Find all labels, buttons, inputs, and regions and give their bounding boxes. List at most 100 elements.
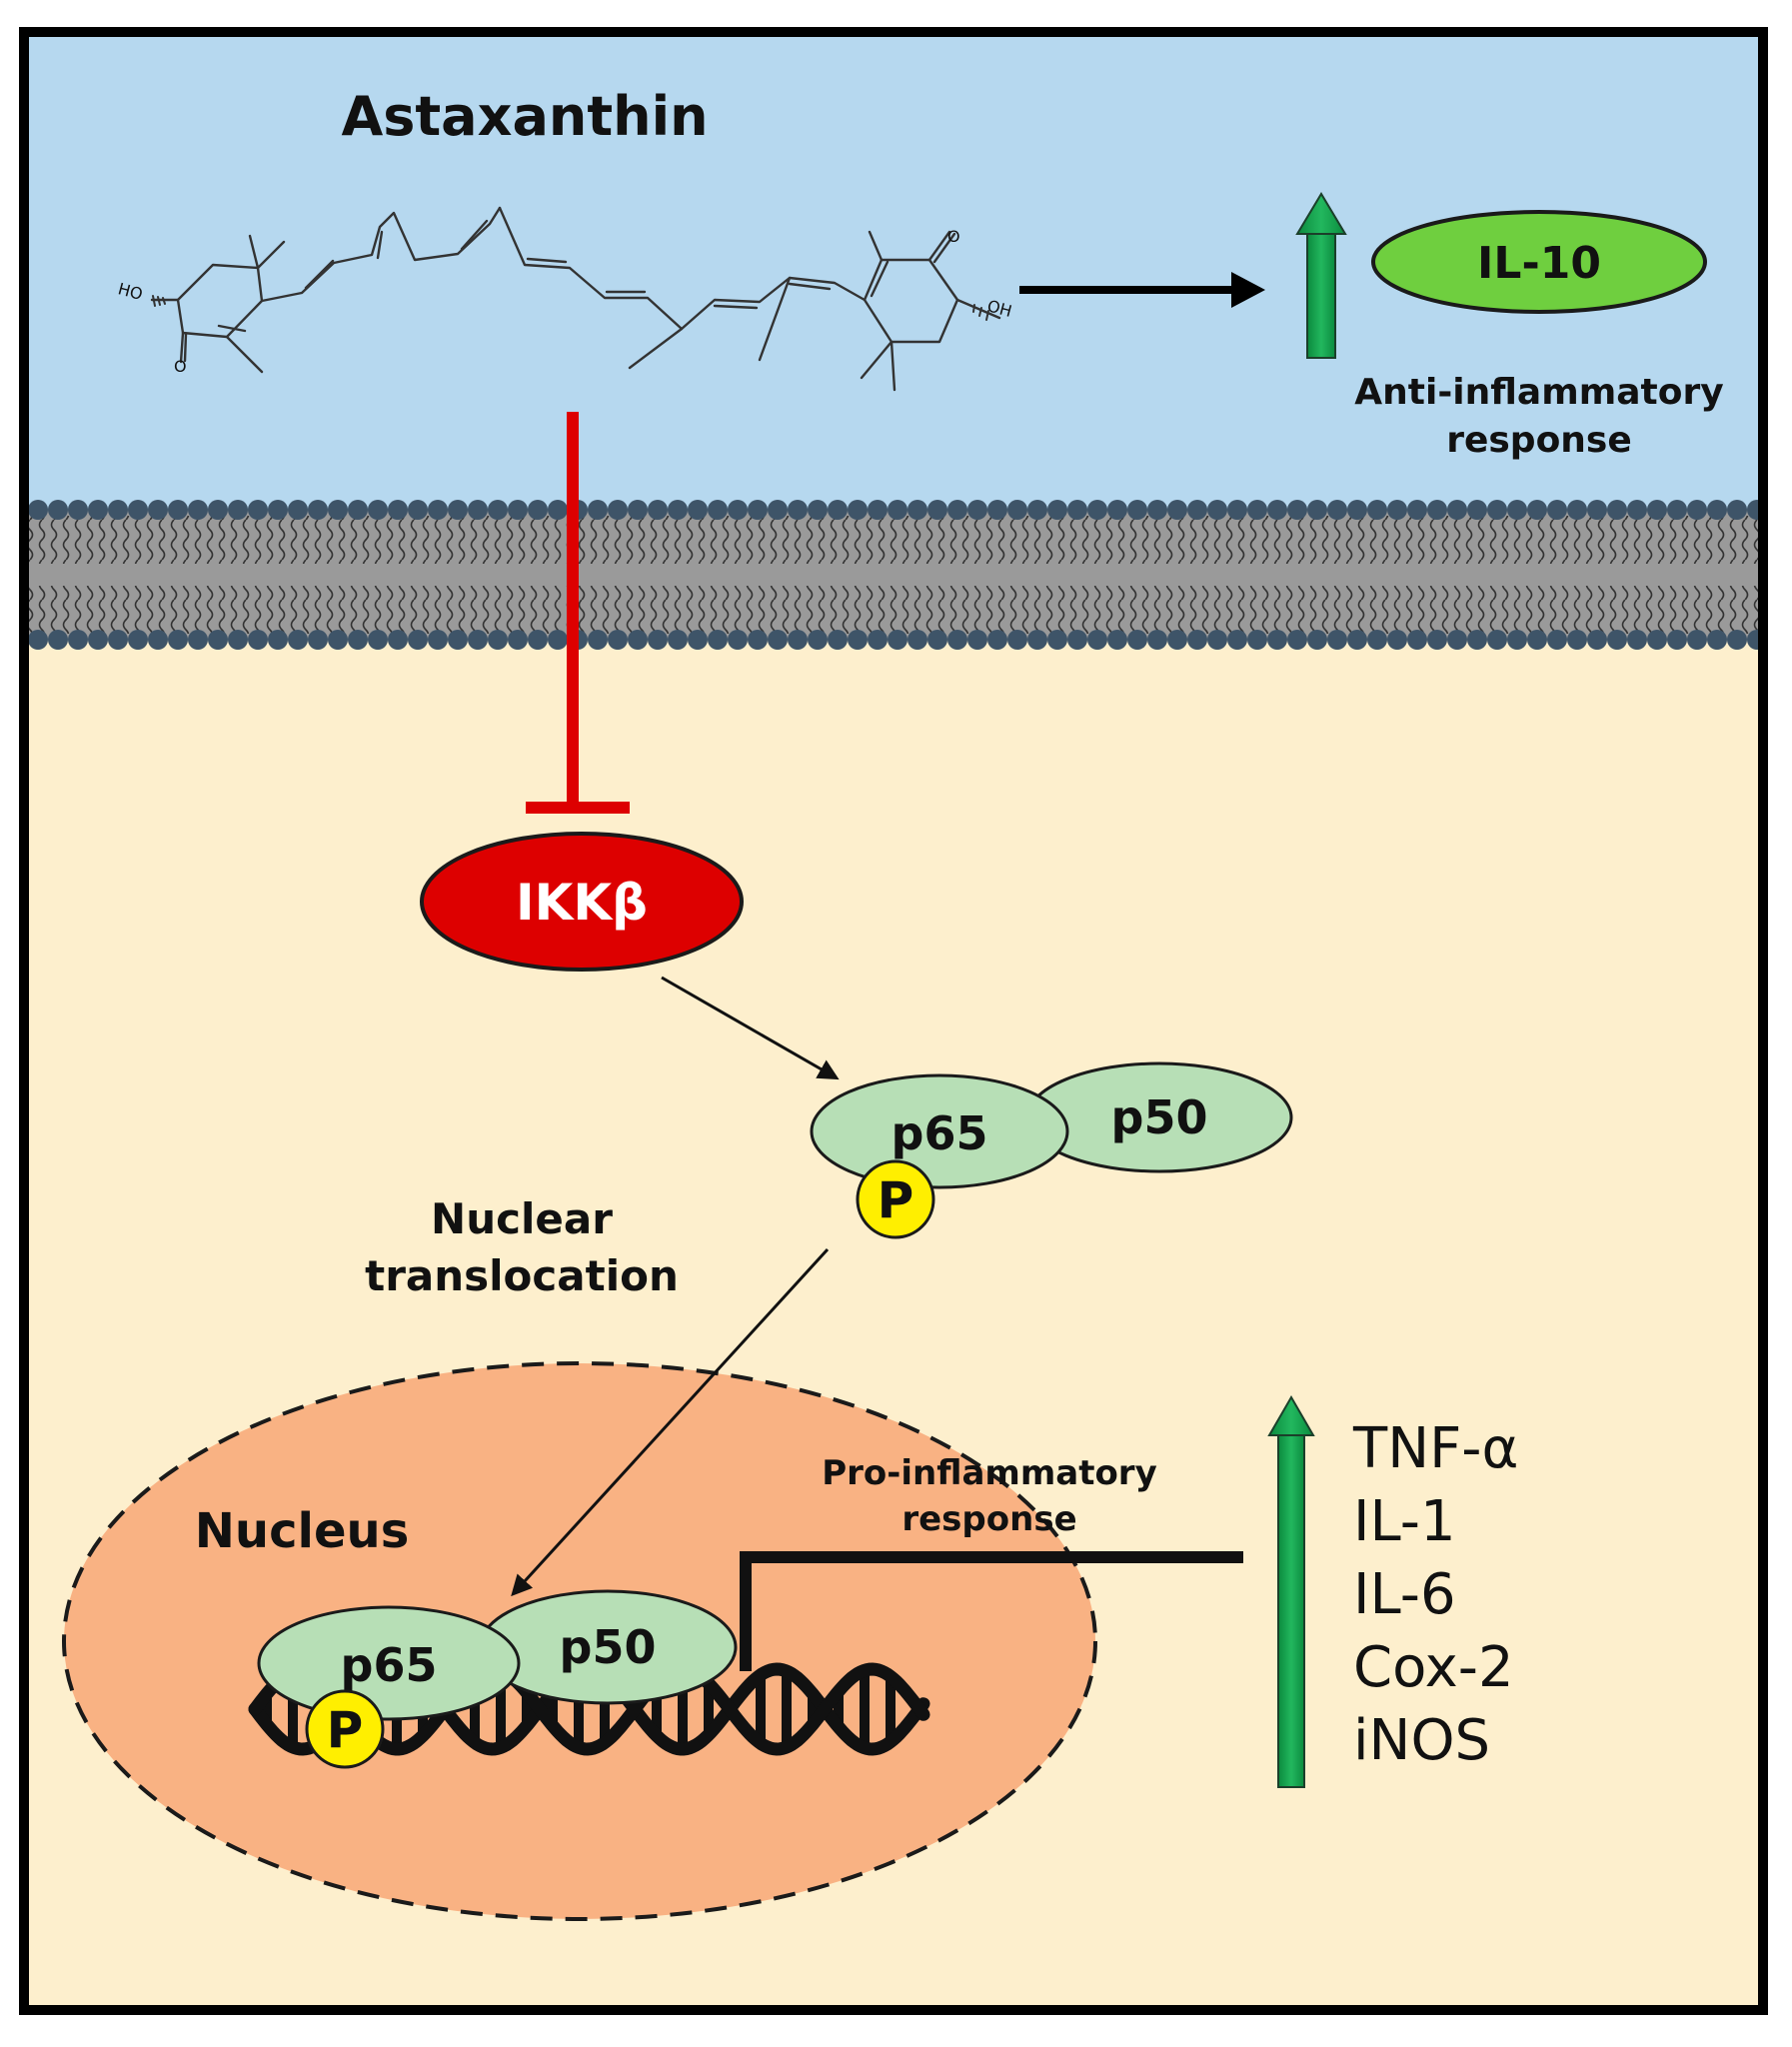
translocation-arrow — [511, 1247, 830, 1597]
phospholipid-head — [967, 630, 987, 650]
phospholipid-head — [488, 630, 508, 650]
p50-label-cytoplasm: p50 — [1111, 1090, 1208, 1144]
phospholipid-head — [188, 630, 208, 650]
oxo-label-left: O — [174, 357, 187, 376]
phospholipid-head — [868, 500, 888, 520]
phospholipid-head — [628, 500, 648, 520]
phospholipid-head — [528, 500, 548, 520]
phospholipid-head — [1107, 630, 1127, 650]
phospholipid-head — [328, 500, 348, 520]
phospholipid-head — [1367, 500, 1387, 520]
phospholipid-head — [1247, 500, 1267, 520]
phospholipid-head — [1567, 500, 1587, 520]
phospholipid-head — [608, 630, 628, 650]
phospholipid-head — [88, 630, 108, 650]
phospholipid-head — [1527, 630, 1547, 650]
mediator-item: IL-6 — [1353, 1562, 1456, 1627]
phospholipid-head — [528, 630, 548, 650]
phospholipid-head — [1687, 630, 1707, 650]
phospholipid-head — [748, 500, 768, 520]
phospholipid-head — [508, 500, 528, 520]
phospholipid-head — [1707, 500, 1727, 520]
nucleus-label: Nucleus — [195, 1503, 410, 1559]
phospholipid-head — [1527, 500, 1547, 520]
phospholipid-head — [1627, 500, 1647, 520]
phospholipid-head — [168, 630, 188, 650]
p65-subunit-cytoplasm — [810, 1073, 1069, 1189]
phospholipid-head — [1327, 500, 1347, 520]
phospholipid-head — [1147, 630, 1167, 650]
phospholipid-head — [1107, 500, 1127, 520]
phospholipid-head — [1347, 500, 1367, 520]
nuclear-translocation-label-line1: Nuclear — [431, 1194, 613, 1243]
phospholipid-head — [48, 500, 68, 520]
phospholipid-head — [1687, 500, 1707, 520]
phospholipid-head — [1607, 630, 1627, 650]
phospholipid-head — [1127, 500, 1147, 520]
phospholipid-head — [907, 500, 927, 520]
phospholipid-head — [728, 630, 748, 650]
phospholipid-head — [1087, 500, 1107, 520]
phospholipid-head — [788, 500, 808, 520]
nuclear-translocation-label-line2: translocation — [365, 1251, 679, 1300]
phospholipid-head — [708, 500, 728, 520]
nuclear-nfkb-complex: p50 p65 P — [257, 1589, 738, 1769]
phospholipid-head — [1267, 500, 1287, 520]
phospholipid-head — [488, 500, 508, 520]
phospholipid-head — [1287, 630, 1307, 650]
phospholipid-head — [688, 630, 708, 650]
phospholipid-head — [608, 500, 628, 520]
phospholipid-head — [1407, 500, 1427, 520]
phospholipid-head — [1507, 500, 1527, 520]
il10-label: IL-10 — [1477, 238, 1601, 289]
phospholipid-head — [1707, 630, 1727, 650]
phospholipid-head — [748, 630, 768, 650]
phospholipid-head — [228, 630, 248, 650]
phospholipid-head — [808, 500, 828, 520]
phospholipid-head — [1427, 500, 1447, 520]
phospholipid-head — [668, 500, 688, 520]
phospholipid-head — [947, 630, 967, 650]
phospholipid-head — [228, 500, 248, 520]
phospholipid-head — [987, 500, 1007, 520]
ikk-beta-node: IKKβ — [420, 832, 744, 972]
phospholipid-head — [308, 630, 328, 650]
phospholipid-head — [168, 500, 188, 520]
proinflammatory-mediator-list: TNF-α IL-1 IL-6 Cox-2 iNOS — [1352, 1416, 1518, 1773]
astaxanthin-title: Astaxanthin — [341, 85, 708, 148]
phospholipid-head — [448, 500, 468, 520]
phospholipid-head — [808, 630, 828, 650]
phospholipid-head — [1027, 630, 1047, 650]
phospholipid-head — [1447, 630, 1467, 650]
phospholipid-head — [728, 500, 748, 520]
pro-inflammatory-label-line1: Pro-inflammatory — [822, 1453, 1157, 1493]
phospholipid-head — [248, 500, 268, 520]
phospholipid-head — [907, 630, 927, 650]
anti-inflammatory-label-line2: response — [1446, 420, 1632, 461]
phospholipid-head — [1147, 500, 1167, 520]
phospholipid-head — [1067, 630, 1087, 650]
phospholipid-head — [768, 500, 788, 520]
phospholipid-head — [628, 630, 648, 650]
phospholipid-head — [868, 630, 888, 650]
phospholipid-head — [328, 630, 348, 650]
il10-upregulation-arrow — [1295, 192, 1347, 359]
phospholipid-head — [1047, 630, 1067, 650]
phospho-label-cytoplasm: P — [878, 1171, 914, 1229]
phospholipid-head — [1247, 630, 1267, 650]
phospholipid-head — [48, 630, 68, 650]
phospholipid-head — [428, 630, 448, 650]
phospholipid-head — [268, 500, 288, 520]
transcription-start-bracket — [740, 1551, 1243, 1671]
phospholipid-head — [1187, 630, 1207, 650]
phospholipid-head — [368, 500, 388, 520]
mediator-item: iNOS — [1353, 1708, 1490, 1773]
phospholipid-head — [1307, 630, 1327, 650]
phospholipid-head — [88, 500, 108, 520]
phospholipid-head — [1567, 630, 1587, 650]
phospholipid-head — [1667, 630, 1687, 650]
arrow-to-il10 — [1019, 272, 1265, 308]
phospholipid-head — [688, 500, 708, 520]
phospholipid-head — [1467, 630, 1487, 650]
